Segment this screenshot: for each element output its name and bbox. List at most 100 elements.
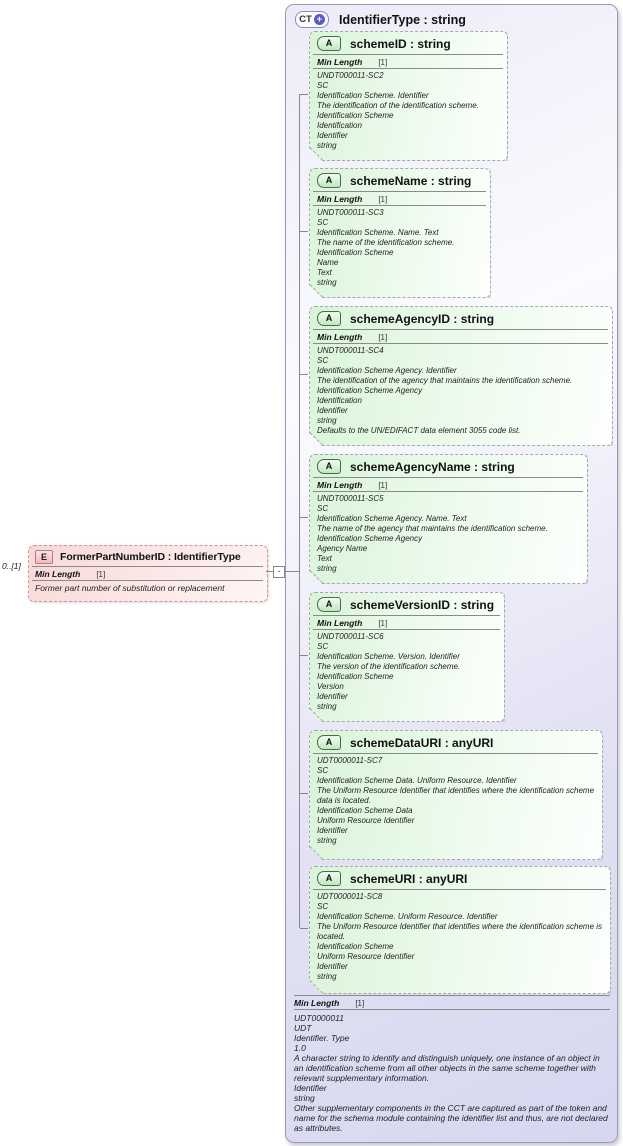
attribute-facet-row: Min Length [1] [310,192,490,205]
fact-line: SC [317,902,329,911]
fact-line: string [317,564,337,573]
fact-line: SC [317,218,329,227]
complex-type-icon: CT + [295,11,329,28]
element-header: E FormerPartNumberID : IdentifierType [29,546,267,566]
fact-line: SC [317,356,329,365]
fact-line: Identification Scheme. Identifier [317,91,429,100]
fact-line: Agency Name [317,544,368,553]
attribute-title: schemeDataURI : anyURI [350,735,494,750]
element-icon: E [35,550,53,564]
fact-line: A character string to identify and disti… [294,1053,600,1083]
fact-line: Text [317,268,332,277]
fact-line: The name of the identification scheme. [317,238,455,247]
fact-line: UDT0000011-SC8 [317,892,383,901]
fact-line: Identification Scheme Agency [317,386,423,395]
fact-line: Uniform Resource Identifier [317,816,415,825]
fact-line: Identifier [317,692,348,701]
fact-line: Identification [317,121,362,130]
facet-value: [1] [378,333,388,342]
fact-line: Identifier [317,826,348,835]
facet-value: [1] [378,195,388,204]
complex-type-title: IdentifierType : string [339,12,466,27]
fact-line: Identifier [294,1083,327,1093]
fact-line: The identification of the identification… [317,101,479,110]
fact-line: UDT [294,1023,312,1033]
fact-line: SC [317,642,329,651]
attribute-facet-row: Min Length [1] [310,55,507,68]
fact-line: Identification Scheme [317,111,394,120]
facet-label: Min Length [294,998,340,1008]
fact-line: The name of the agency that maintains th… [317,524,548,533]
fact-line: SC [317,766,329,775]
attribute-title: schemeAgencyID : string [350,311,495,326]
divider [294,995,610,996]
element-title: FormerPartNumberID : IdentifierType [60,551,241,563]
connector-stub [300,374,308,375]
fact-line: Name [317,258,339,267]
fact-line: SC [317,504,329,513]
fact-line: UNDT000011-SC2 [317,71,384,80]
attribute-title: schemeURI : anyURI [350,871,468,886]
facet-label: Min Length [317,194,363,204]
facet-value: [1] [378,619,388,628]
attribute-facet-row: Min Length [1] [310,330,612,343]
attribute-header: A schemeDataURI : anyURI [310,731,602,753]
fact-line: string [317,141,337,150]
expand-icon[interactable]: + [313,14,325,25]
fact-line: UNDT000011-SC5 [317,494,384,503]
attribute-box: A schemeID : string Min Length [1] UNDT0… [309,31,508,161]
fact-line: Identification Scheme Data. Uniform Reso… [317,776,517,785]
fact-line: SC [317,81,329,90]
fact-line: 1.0 [294,1043,306,1053]
attribute-header: A schemeURI : anyURI [310,867,610,889]
divider [313,343,608,344]
attribute-title: schemeName : string [350,173,472,188]
fact-line: UNDT000011-SC3 [317,208,384,217]
attribute-icon: A [317,735,341,750]
complex-type-header: CT + IdentifierType : string [292,8,469,31]
fact-line: The Uniform Resource Identifier that ide… [317,786,595,805]
collapse-toggle[interactable]: - [273,566,285,578]
fact-line: The version of the identification scheme… [317,662,461,671]
fact-line: UDT0000011-SC7 [317,756,383,765]
connector-line [266,571,273,572]
facet-value: [1] [355,999,365,1008]
facet-value: [1] [378,481,388,490]
connector-stub [300,655,308,656]
facet-value: [1] [378,58,388,67]
divider [313,615,500,616]
fact-line: Identification Scheme. Version. Identifi… [317,652,460,661]
fact-line: Defaults to the UN/EDIFACT data element … [317,426,521,435]
fact-line: Identification [317,396,362,405]
fact-line: string [317,278,337,287]
fact-line: Identifier [317,406,348,415]
cardinality-label: 0..[1] [2,561,21,571]
connector-stub [300,231,308,232]
fact-line: Identification Scheme. Name. Text [317,228,439,237]
attribute-icon: A [317,311,341,326]
divider [313,191,486,192]
divider [313,491,583,492]
fact-line: Identification Scheme [317,672,394,681]
fact-line: string [317,836,337,845]
attribute-box: A schemeAgencyID : string Min Length [1]… [309,306,613,446]
complex-type-box: CT + IdentifierType : string A schemeID … [285,4,618,1143]
fact-line: Identification Scheme [317,248,394,257]
fact-line: The Uniform Resource Identifier that ide… [317,922,603,941]
fact-line: Version [317,682,344,691]
fact-line: Uniform Resource Identifier [317,952,415,961]
fact-line: Identification Scheme Agency. Identifier [317,366,457,375]
fact-line: UNDT000011-SC4 [317,346,384,355]
fact-line: Identifier. Type [294,1033,350,1043]
